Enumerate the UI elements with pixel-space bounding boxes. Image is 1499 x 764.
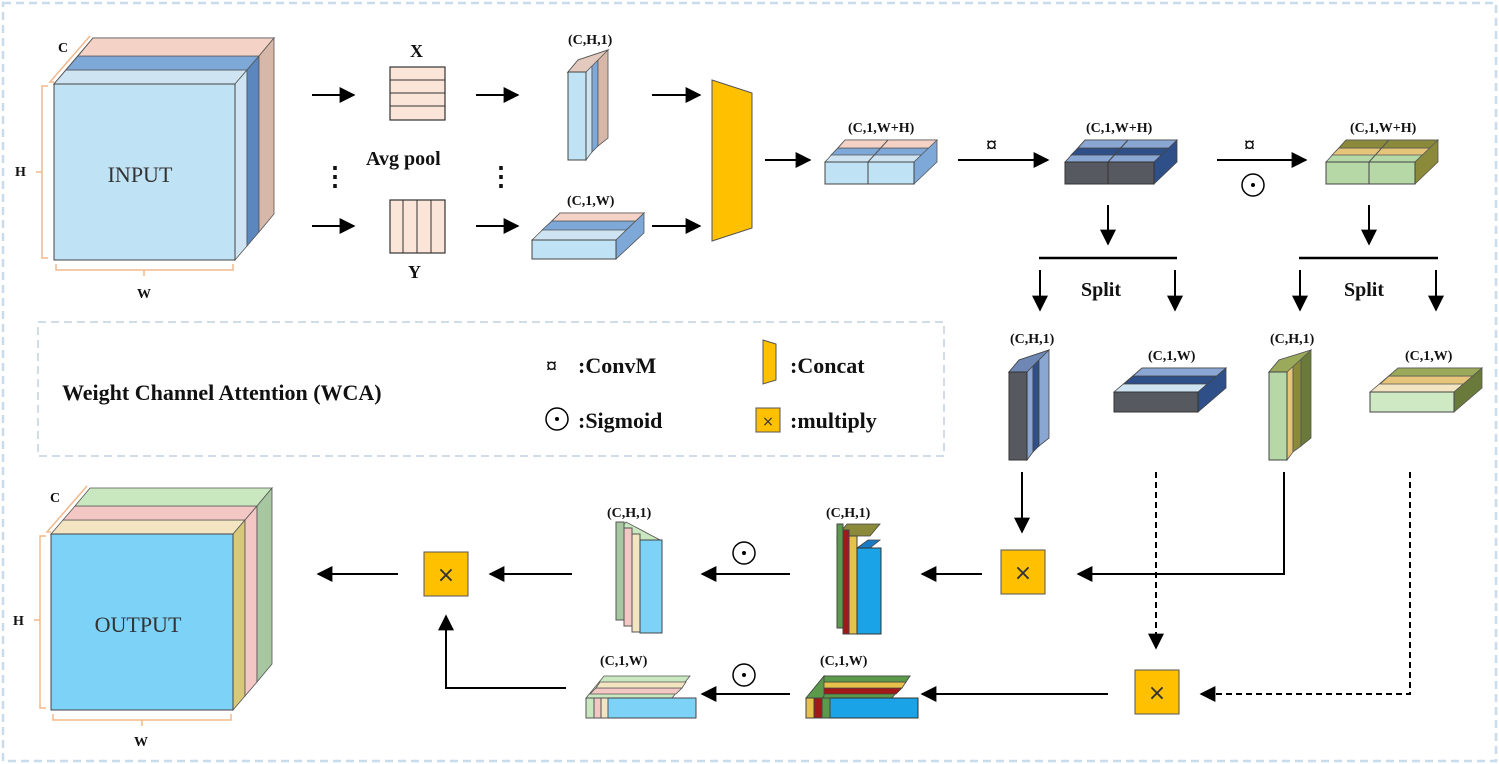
output-c-label: C (50, 491, 60, 506)
attn-w-bar (585, 675, 697, 719)
legend-multiply-icon: × (755, 407, 781, 433)
legend-convm-label: :ConvM (578, 353, 656, 378)
sigmoid-icon-3 (732, 663, 756, 687)
shape-label-c1w-3: (C,1,W) (1405, 349, 1453, 364)
concat-block (711, 79, 753, 242)
dots-right: ⋮ (488, 162, 514, 191)
legend-sigmoid-icon (545, 407, 569, 431)
svg-text:×: × (1148, 681, 1166, 706)
dots-left: ⋮ (322, 162, 348, 191)
shape-label-ch1-2: (C,H,1) (1010, 332, 1055, 347)
svg-text:×: × (437, 563, 455, 588)
pooled-h-bar (566, 49, 610, 162)
pool-x-box (389, 66, 446, 121)
legend-convm-icon: ¤ (546, 353, 557, 378)
shape-label-ch1-5: (C,H,1) (607, 506, 652, 521)
svg-text:×: × (1014, 561, 1032, 586)
shape-label-c1wh-1: (C,1,W+H) (848, 121, 915, 136)
mult-w-bar (805, 674, 919, 720)
dark-h-bar (1007, 349, 1051, 462)
convm-cube (1064, 139, 1178, 185)
shape-label-ch1-3: (C,H,1) (1270, 332, 1315, 347)
concat-cube (824, 139, 938, 185)
shape-label-ch1-top: (C,H,1) (568, 33, 613, 48)
legend-multiply-label: :multiply (790, 408, 877, 433)
input-h-label: H (15, 165, 26, 180)
convm-icon-2: ¤ (1244, 132, 1255, 157)
sigmoid-icon-2 (732, 541, 756, 565)
mult-h-bar (836, 523, 882, 635)
shape-label-c1wh-3: (C,1,W+H) (1350, 121, 1417, 136)
multiply-box-final: × (423, 551, 469, 597)
pool-x-label: X (410, 41, 423, 61)
pool-y-label: Y (408, 262, 421, 282)
output-cube: OUTPUT (50, 486, 273, 712)
pool-y-box (389, 199, 446, 254)
shape-label-c1w-5: (C,1,W) (600, 654, 648, 669)
sigmoid-cube (1325, 139, 1439, 185)
split-label-1: Split (1081, 279, 1121, 301)
convm-icon-1: ¤ (986, 132, 997, 157)
output-title: OUTPUT (95, 612, 182, 637)
sigmoid-icon-1 (1241, 173, 1265, 197)
shape-label-ch1-4: (C,H,1) (826, 506, 871, 521)
output-h-label: H (13, 614, 24, 629)
pooled-w-bar (531, 212, 645, 260)
split-label-2: Split (1344, 279, 1384, 301)
output-w-label: W (134, 735, 148, 750)
input-cube: INPUT (52, 36, 276, 262)
input-w-label: W (137, 287, 151, 302)
legend-title: Weight Channel Attention (WCA) (62, 380, 382, 405)
legend-concat-label: :Concat (790, 353, 865, 378)
green-w-bar (1368, 367, 1484, 413)
multiply-box-2: × (1134, 669, 1180, 715)
input-c-label: C (58, 41, 68, 56)
avg-pool-label: Avg pool (366, 148, 441, 170)
shape-label-c1w-2: (C,1,W) (1148, 349, 1196, 364)
multiply-box-1: × (1000, 549, 1046, 595)
legend-concat-icon (762, 339, 777, 385)
legend-sigmoid-label: :Sigmoid (578, 408, 662, 433)
shape-label-c1w-top: (C,1,W) (567, 194, 615, 209)
attn-h-bar (615, 521, 663, 634)
input-title: INPUT (108, 162, 173, 187)
shape-label-c1wh-2: (C,1,W+H) (1086, 121, 1153, 136)
svg-text:×: × (762, 414, 774, 430)
dark-w-bar (1112, 367, 1228, 413)
shape-label-c1w-4: (C,1,W) (820, 654, 868, 669)
green-h-bar (1267, 349, 1313, 462)
